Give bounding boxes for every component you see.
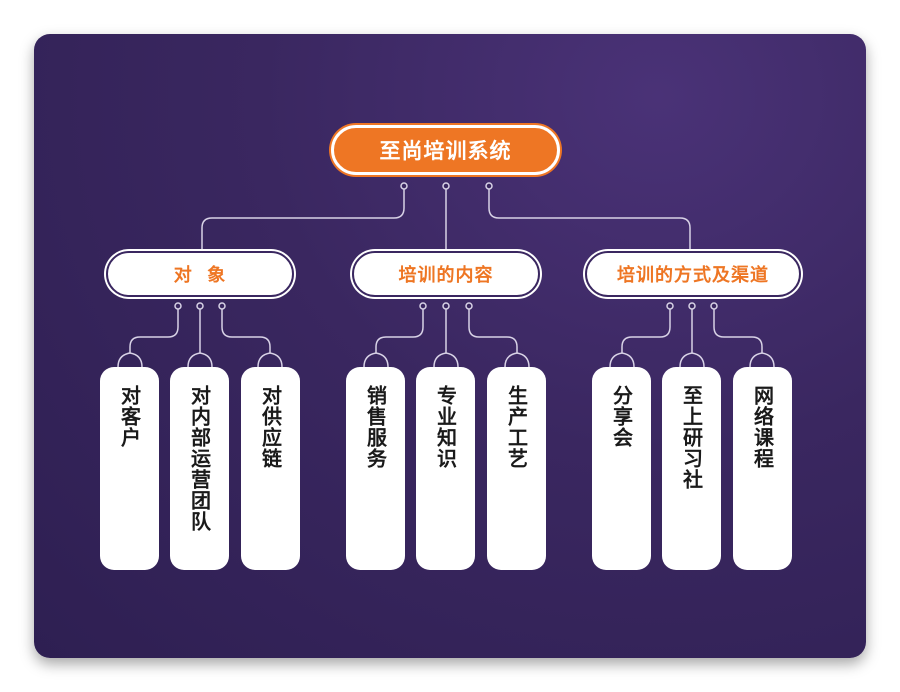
leaf-node: 对供应链 bbox=[241, 367, 300, 570]
leaf-label: 网络课程 bbox=[750, 385, 775, 469]
root-node: 至尚培训系统 bbox=[331, 125, 560, 175]
leaf-node: 对内部运营团队 bbox=[170, 367, 229, 570]
category-content: 培训的内容 bbox=[352, 251, 540, 297]
leaf-label: 分享会 bbox=[609, 385, 634, 448]
leaf-node: 销售服务 bbox=[346, 367, 405, 570]
leaf-label: 至上研习社 bbox=[679, 385, 704, 490]
leaf-node: 专业知识 bbox=[416, 367, 475, 570]
leaf-node: 网络课程 bbox=[733, 367, 792, 570]
leaf-node: 至上研习社 bbox=[662, 367, 721, 570]
leaf-label: 对供应链 bbox=[258, 385, 283, 469]
leaf-label: 销售服务 bbox=[363, 385, 388, 469]
category-methods: 培训的方式及渠道 bbox=[585, 251, 801, 297]
leaf-label: 对客户 bbox=[117, 385, 142, 448]
leaf-node: 分享会 bbox=[592, 367, 651, 570]
category-audience: 对 象 bbox=[106, 251, 294, 297]
leaf-label: 对内部运营团队 bbox=[187, 385, 212, 532]
leaf-label: 专业知识 bbox=[433, 385, 458, 469]
leaf-node: 生产工艺 bbox=[487, 367, 546, 570]
leaf-label: 生产工艺 bbox=[504, 385, 529, 469]
leaf-node: 对客户 bbox=[100, 367, 159, 570]
